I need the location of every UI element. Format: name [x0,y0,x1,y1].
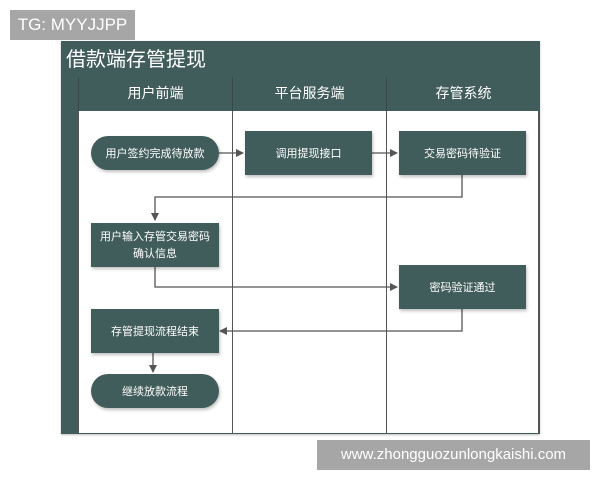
diagram-title: 借款端存管提现 [66,47,206,71]
watermark-top: TG: MYYJJPP [10,10,135,40]
lane-header-custody-system: 存管系统 [386,77,540,111]
arrow-n4-n5 [154,267,398,291]
arrow-n5-n6 [219,309,463,335]
node-user-enter-password: 用户输入存管交易密码 确认信息 [91,223,219,267]
node-continue-loan-flow: 继续放款流程 [91,374,219,408]
watermark-bottom: www.zhongguozunlongkaishi.com [317,440,590,470]
node-password-verified: 密码验证通过 [399,265,526,309]
node-user-enter-password-line1: 用户输入存管交易密码 [100,230,210,243]
node-custody-withdraw-end: 存管提现流程结束 [91,309,219,353]
node-call-withdraw-api: 调用提现接口 [245,131,372,175]
lane-header-platform-server: 平台服务端 [232,77,386,111]
node-trade-password-pending: 交易密码待验证 [399,131,526,175]
arrow-n3-n4 [151,175,463,221]
lane-header-row: 用户前端 平台服务端 存管系统 [78,77,540,111]
node-user-signed-pending-loan: 用户签约完成待放款 [91,136,219,170]
node-user-enter-password-line2: 确认信息 [133,247,177,260]
lane-header-user-frontend: 用户前端 [78,77,232,111]
